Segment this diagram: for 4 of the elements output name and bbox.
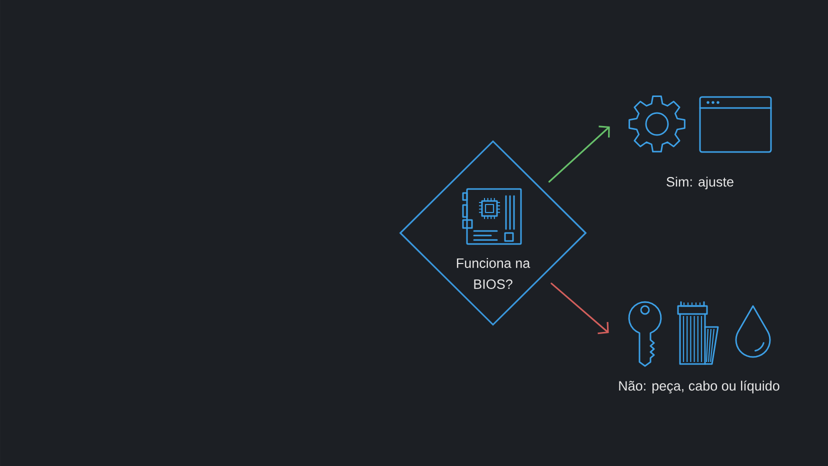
arrow xyxy=(550,282,609,334)
arrow xyxy=(548,126,610,183)
node-label: Não: peça, cabo ou líquido xyxy=(619,380,780,394)
node-label: Sim: ajuste xyxy=(666,176,734,190)
